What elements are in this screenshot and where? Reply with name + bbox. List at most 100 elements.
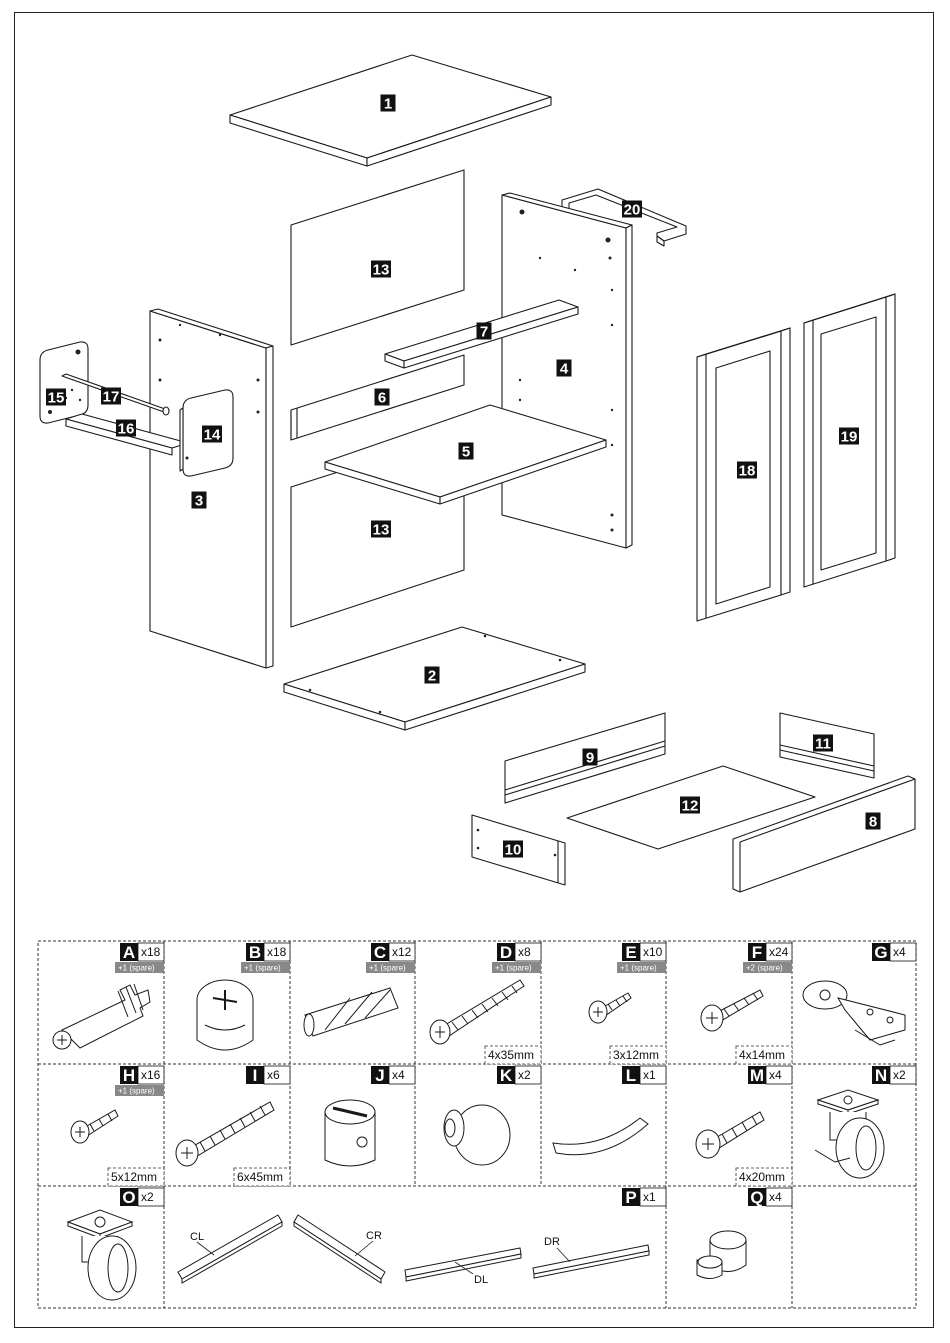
panel-label-17: 17 xyxy=(101,388,121,406)
panel-label-12: 12 xyxy=(680,797,700,815)
hardware-quantity: x1 xyxy=(643,1068,656,1082)
hardware-label-o: Ox2 xyxy=(120,1188,164,1207)
caster-icon xyxy=(68,1210,136,1300)
hardware-size: 4x35mm xyxy=(488,1048,534,1062)
hardware-spare: +2 (spare) xyxy=(746,964,783,973)
panel-label-14: 14 xyxy=(202,426,222,444)
hardware-quantity: x4 xyxy=(893,945,906,959)
hardware-letter: A xyxy=(123,943,135,962)
hardware-letter: D xyxy=(500,943,512,962)
hardware-letter: M xyxy=(750,1066,764,1085)
slide-label-dl: DL xyxy=(474,1274,488,1286)
hardware-size: 3x12mm xyxy=(613,1048,659,1062)
bolt-icon xyxy=(696,1112,764,1158)
hinge-icon xyxy=(803,981,905,1045)
panel-label-18: 18 xyxy=(737,462,757,480)
screw-icon xyxy=(589,993,631,1023)
panel-number: 11 xyxy=(815,736,831,753)
cam-lock-icon xyxy=(197,980,253,1050)
hardware-quantity: x2 xyxy=(141,1190,154,1204)
hardware-label-g: Gx4 xyxy=(872,943,916,962)
hardware-quantity: x18 xyxy=(267,945,287,959)
panel-label-8: 8 xyxy=(866,813,881,831)
hardware-quantity: x1 xyxy=(643,1190,656,1204)
panel-number: 13 xyxy=(373,522,390,539)
hardware-letter: N xyxy=(875,1066,887,1085)
hardware-letter: P xyxy=(625,1188,636,1207)
bolt-icon xyxy=(176,1102,274,1166)
panel-number: 4 xyxy=(560,361,569,378)
hardware-quantity: x2 xyxy=(518,1068,531,1082)
screw-icon xyxy=(430,980,524,1044)
hardware-quantity: x16 xyxy=(141,1068,161,1082)
panel-number: 12 xyxy=(682,798,699,815)
panel-number: 15 xyxy=(48,390,65,407)
hardware-letter: E xyxy=(625,943,636,962)
slide-label-cl: CL xyxy=(190,1231,204,1243)
hardware-quantity: x4 xyxy=(392,1068,405,1082)
hardware-letter: H xyxy=(123,1066,135,1085)
screw-icon xyxy=(701,990,763,1031)
panel-number: 3 xyxy=(195,493,203,510)
panel-number: 6 xyxy=(378,390,386,407)
hardware-label-a: Ax18+1 (spare) xyxy=(115,943,164,973)
slide-label-cr: CR xyxy=(366,1230,382,1242)
panel-label-1: 1 xyxy=(381,95,396,113)
panel-label-13a: 13 xyxy=(371,261,391,279)
panel-number: 18 xyxy=(739,463,756,480)
panel-number: 2 xyxy=(428,668,436,685)
panel-number: 9 xyxy=(586,750,594,767)
hardware-letter: L xyxy=(626,1066,636,1085)
slide-label-dr: DR xyxy=(544,1236,560,1248)
panel-number: 8 xyxy=(869,814,877,831)
hardware-label-q: Qx4 xyxy=(748,1188,792,1207)
panel-label-19: 19 xyxy=(839,428,859,446)
hardware-letter: B xyxy=(249,943,261,962)
panel-number: 7 xyxy=(480,324,488,341)
hardware-label-c: Cx12 +1 (spare) xyxy=(366,943,415,973)
hardware-letter: O xyxy=(122,1188,135,1207)
hardware-quantity: x24 xyxy=(769,945,789,959)
hardware-letter: F xyxy=(752,943,762,962)
panel-label-4: 4 xyxy=(557,360,572,378)
panel-label-6: 6 xyxy=(375,389,390,407)
panel-label-3: 3 xyxy=(192,492,207,510)
hardware-letter: Q xyxy=(750,1188,763,1207)
hardware-letter: G xyxy=(874,943,887,962)
panel-number: 17 xyxy=(103,389,120,406)
panel-label-11: 11 xyxy=(813,735,833,753)
panel-number: 13 xyxy=(373,262,390,279)
hardware-size: 4x20mm xyxy=(739,1170,785,1184)
panel-13-upper xyxy=(291,170,464,345)
panel-label-13b: 13 xyxy=(371,521,391,539)
panel-label-10: 10 xyxy=(503,841,523,859)
hardware-letter: C xyxy=(374,943,386,962)
panel-3 xyxy=(150,309,273,668)
cam-dowel-icon xyxy=(53,984,150,1049)
drawer-slide-icon xyxy=(178,1215,649,1283)
panel-label-9: 9 xyxy=(583,749,598,767)
panel-label-15: 15 xyxy=(46,389,66,407)
hardware-quantity: x12 xyxy=(392,945,412,959)
handle-icon xyxy=(553,1118,648,1155)
panel-number: 20 xyxy=(624,202,641,219)
hardware-spare: +1 (spare) xyxy=(495,964,532,973)
hardware-spare: +1 (spare) xyxy=(118,964,155,973)
hardware-quantity: x10 xyxy=(643,945,663,959)
hardware-label-b: Bx18+1 (spare) xyxy=(241,943,290,973)
hardware-quantity: x4 xyxy=(769,1068,782,1082)
hardware-quantity: x2 xyxy=(893,1068,906,1082)
wood-dowel-icon xyxy=(304,988,398,1036)
panel-label-5: 5 xyxy=(459,443,474,461)
hardware-spare: +1 (spare) xyxy=(369,964,406,973)
brake-caster-icon xyxy=(815,1090,884,1178)
knob-icon xyxy=(444,1105,510,1165)
panel-label-20: 20 xyxy=(622,201,642,219)
barrel-nut-icon xyxy=(325,1100,375,1166)
panel-number: 14 xyxy=(204,427,221,444)
